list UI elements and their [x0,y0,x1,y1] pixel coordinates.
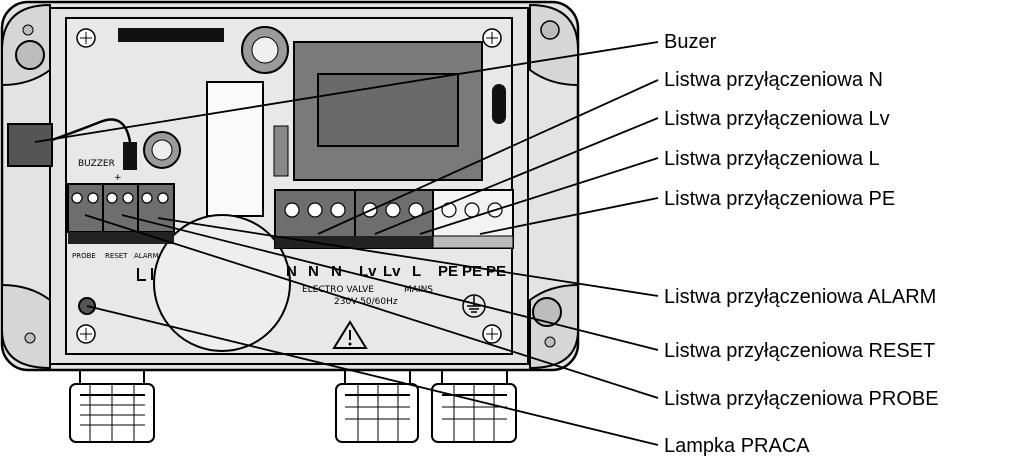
callout-pe: Listwa przyłączeniowa PE [664,188,895,210]
enclosure-inner-rim [49,7,529,365]
warning-icon [332,320,368,349]
main-terminal-block [274,189,514,249]
mount-hole-top-right [540,20,560,40]
callout-lv: Listwa przyłączeniowa Lv [664,108,890,130]
callout-reset: Listwa przyłączeniowa RESET [664,340,935,362]
terminal-label: N [286,263,297,280]
mount-hole-bottom-left [24,332,36,344]
terminal-label: PE [438,263,458,280]
terminal-label: N [331,263,342,280]
white-module [206,81,264,217]
terminal-label: N [308,263,319,280]
reset-board-label: RESET [105,252,128,260]
callout-l: Listwa przyłączeniowa L [664,148,880,170]
alarm-board-label: ALARM [134,252,159,260]
callout-labels: Buzer Listwa przyłączeniowa N Listwa prz… [664,31,939,457]
callout-n: Listwa przyłączeniowa N [664,69,883,91]
mount-hole-bottom-right [532,297,562,327]
cable-gland-left [69,361,155,443]
callout-buzer: Buzer [664,31,717,53]
left-terminal-block [67,183,175,244]
terminal-label: L [412,263,421,280]
mount-hole-top-left [15,40,45,70]
buzzer-board-label: BUZZER [78,159,115,169]
cable-gland-right [431,361,517,443]
cable-gland-middle [335,361,419,443]
top-slot [118,28,224,42]
buzzer-plus-label: + [114,173,122,183]
voltage-label: 230V 50/60Hz [334,297,398,307]
electro-valve-label: ELECTRO VALVE [302,285,374,295]
leader-lines [34,41,659,446]
callout-alarm: Listwa przyłączeniowa ALARM [664,286,936,308]
callout-praca: Lampka PRACA [664,435,810,457]
external-buzzer [7,123,53,167]
terminal-label: Lv [383,263,401,280]
probe-board-label: PROBE [72,252,96,260]
callout-probe: Listwa przyłączeniowa PROBE [664,388,939,410]
board-screws [76,28,502,344]
